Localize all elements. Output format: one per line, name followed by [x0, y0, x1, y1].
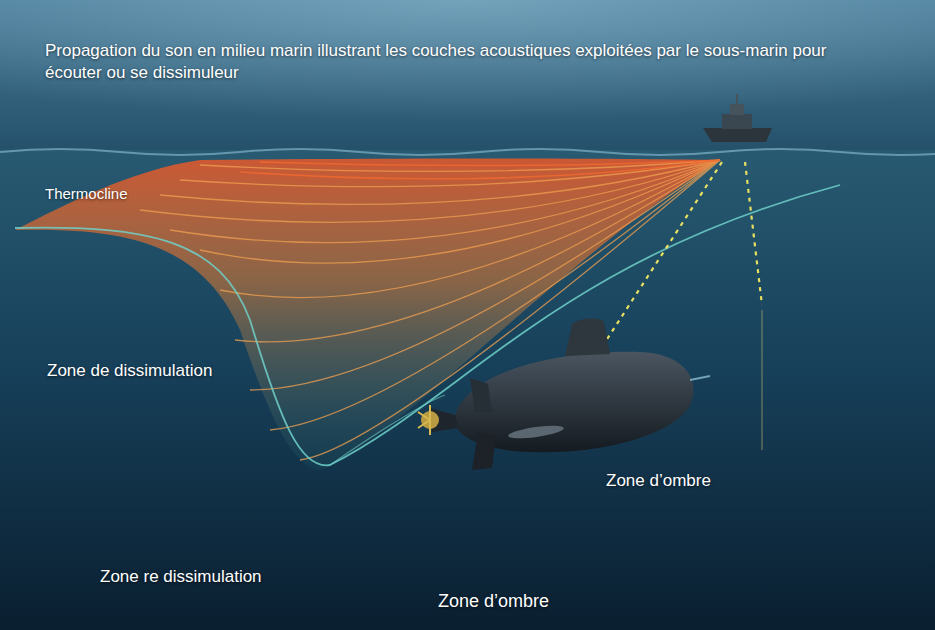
zone-label: Zone re dissimulation: [100, 566, 262, 588]
ship: [703, 94, 772, 142]
diagram-title: Propagation du son en milieu marin illus…: [45, 40, 835, 84]
zone-label: Thermocline: [45, 184, 128, 204]
submarine: [418, 318, 710, 470]
zone-label: Zone d’ombre: [438, 590, 549, 613]
zone-label: Zone d’ombre: [606, 470, 711, 492]
zone-label: Zone de dissimulation: [47, 360, 212, 382]
